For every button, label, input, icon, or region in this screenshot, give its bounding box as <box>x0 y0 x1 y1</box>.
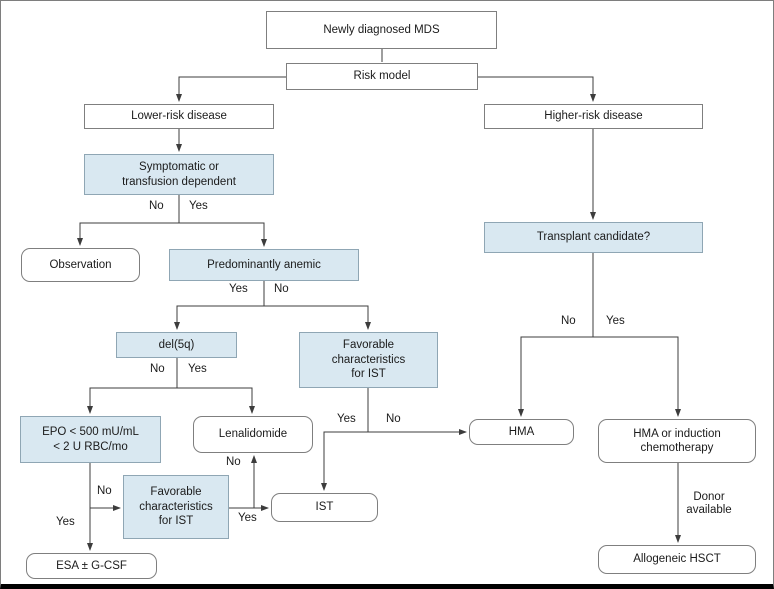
node-epo-rbc-criteria: EPO < 500 mU/mL < 2 U RBC/mo <box>20 416 161 463</box>
node-observation: Observation <box>21 248 140 282</box>
node-del5q: del(5q) <box>116 332 237 358</box>
node-higher-risk-disease: Higher-risk disease <box>484 104 703 129</box>
edge-label-transplant-yes: Yes <box>606 315 625 327</box>
edge-label-transplant-no: No <box>561 315 576 327</box>
edge-label-anemic-yes: Yes <box>229 283 248 295</box>
edge-label-favorable-lower-yes: Yes <box>238 512 257 524</box>
edge-label-symptomatic-yes: Yes <box>189 200 208 212</box>
node-lenalidomide: Lenalidomide <box>193 416 313 453</box>
edge-label-favorable-upper-yes: Yes <box>337 413 356 425</box>
edge-label-del5q-no: No <box>150 363 165 375</box>
node-hma-or-induction-chemotherapy: HMA or induction chemotherapy <box>598 419 756 463</box>
edge-label-epo-no: No <box>97 485 112 497</box>
node-lower-risk-disease: Lower-risk disease <box>84 104 274 129</box>
node-symptomatic-or-transfusion-dependent: Symptomatic or transfusion dependent <box>84 154 274 195</box>
node-newly-diagnosed-mds: Newly diagnosed MDS <box>266 11 497 49</box>
node-risk-model: Risk model <box>286 63 478 90</box>
node-transplant-candidate: Transplant candidate? <box>484 222 703 253</box>
node-ist: IST <box>271 493 378 522</box>
node-favorable-characteristics-ist-upper: Favorable characteristics for IST <box>299 332 438 388</box>
edge-label-donor-available: Donor available <box>686 491 732 517</box>
edge-label-favorable-upper-no: No <box>386 413 401 425</box>
edge-label-favorable-lower-no: No <box>226 456 241 468</box>
edge-label-epo-yes: Yes <box>56 516 75 528</box>
node-predominantly-anemic: Predominantly anemic <box>169 249 359 281</box>
node-allogeneic-hsct: Allogeneic HSCT <box>598 545 756 574</box>
edge-label-symptomatic-no: No <box>149 200 164 212</box>
node-favorable-characteristics-ist-lower: Favorable characteristics for IST <box>123 475 229 539</box>
edge-label-del5q-yes: Yes <box>188 363 207 375</box>
node-hma: HMA <box>469 419 574 445</box>
node-esa-gcsf: ESA ± G-CSF <box>26 553 157 579</box>
edge-label-anemic-no: No <box>274 283 289 295</box>
